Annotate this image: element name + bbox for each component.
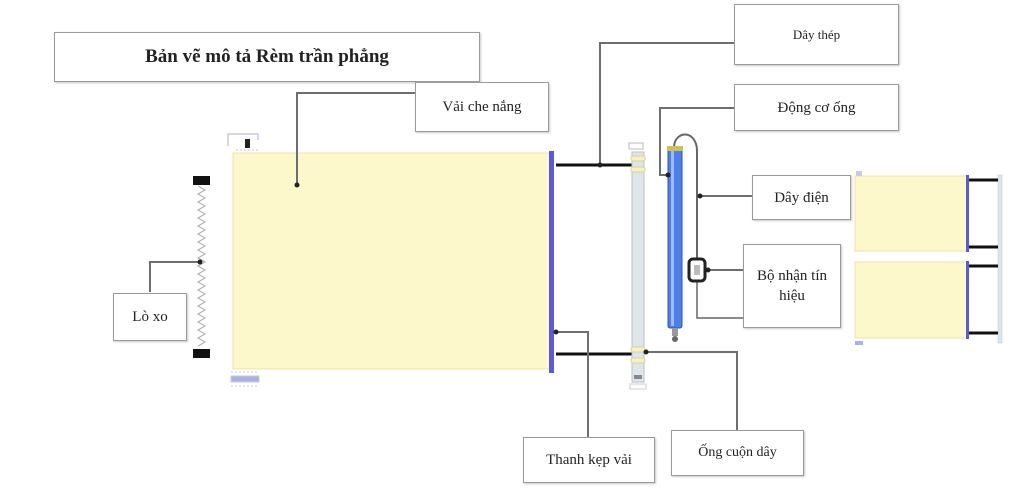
label-fabric: Vải che nắng bbox=[415, 82, 549, 132]
label-receiver: Bộ nhận tín hiệu bbox=[743, 244, 841, 328]
spring-icon bbox=[193, 176, 210, 358]
label-clamp-bar: Thanh kẹp vải bbox=[523, 437, 655, 483]
tube-motor bbox=[667, 133, 745, 342]
leader-dots bbox=[197, 162, 711, 355]
winding-tube bbox=[628, 142, 647, 390]
label-steel-wire: Dây thép bbox=[734, 4, 899, 65]
label-power-cable: Dây điện bbox=[752, 175, 851, 220]
top-bracket-icon bbox=[227, 133, 259, 151]
bottom-bracket-icon bbox=[230, 371, 260, 387]
label-spring: Lò xo bbox=[113, 293, 187, 341]
clamp-bar bbox=[549, 151, 554, 373]
page-title: Bản vẽ mô tả Rèm trần phẳng bbox=[54, 32, 480, 82]
label-winding-tube: Ống cuộn dây bbox=[671, 430, 804, 476]
receiver-box-icon bbox=[687, 257, 707, 283]
label-tube-motor: Động cơ ống bbox=[734, 84, 899, 131]
leader-lines bbox=[149, 42, 753, 445]
fabric-panel bbox=[232, 152, 552, 370]
twin-curtain-preview bbox=[854, 171, 1003, 345]
